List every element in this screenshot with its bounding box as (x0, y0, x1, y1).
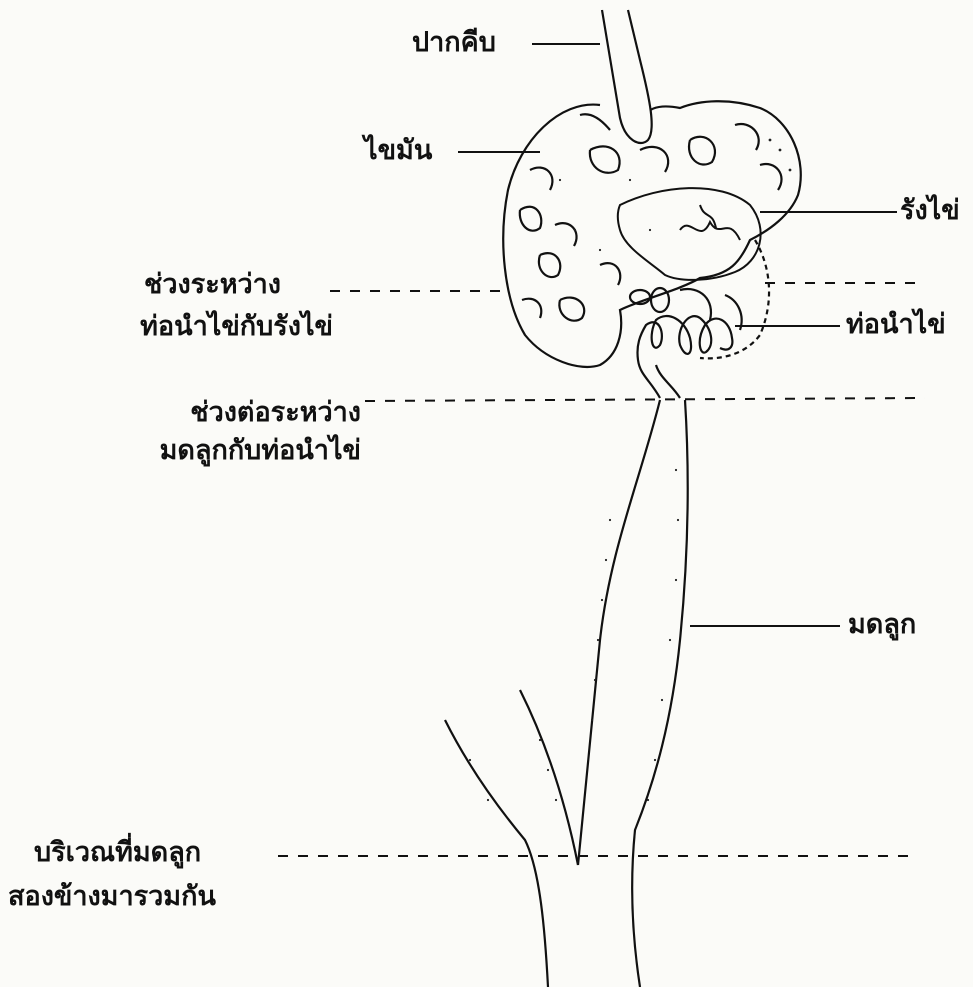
oviduct-ovary-space-label-line1: ช่วงระหว่าง (144, 268, 281, 302)
oviduct-ovary-space-label-line2: ท่อนำไข่กับรังไข่ (140, 310, 333, 344)
uterus-oviduct-junction-line (365, 398, 925, 401)
stippling (469, 139, 791, 802)
uterus-oviduct-junction-label-line1: ช่วงต่อระหว่าง (190, 396, 361, 430)
dashed-leader-lines (278, 283, 925, 856)
uterus-oviduct-junction-label-line2: มดลูกกับท่อนำไข่ (160, 434, 361, 468)
oviduct-label: ท่อนำไข่ (846, 308, 946, 342)
ovary-label: รังไข่ (900, 194, 960, 228)
fat-label: ไขมัน (364, 134, 432, 168)
ovary-drawing (618, 188, 761, 280)
horns-merge-label-line1: บริเวณที่มดลูก (34, 836, 201, 870)
uterus-drawing (445, 400, 688, 987)
horns-merge-label-line2: สองข้างมารวมกัน (8, 880, 216, 914)
beak-drawing (602, 10, 652, 143)
beak-label: ปากคีบ (412, 26, 496, 60)
uterus-label: มดลูก (848, 608, 916, 642)
